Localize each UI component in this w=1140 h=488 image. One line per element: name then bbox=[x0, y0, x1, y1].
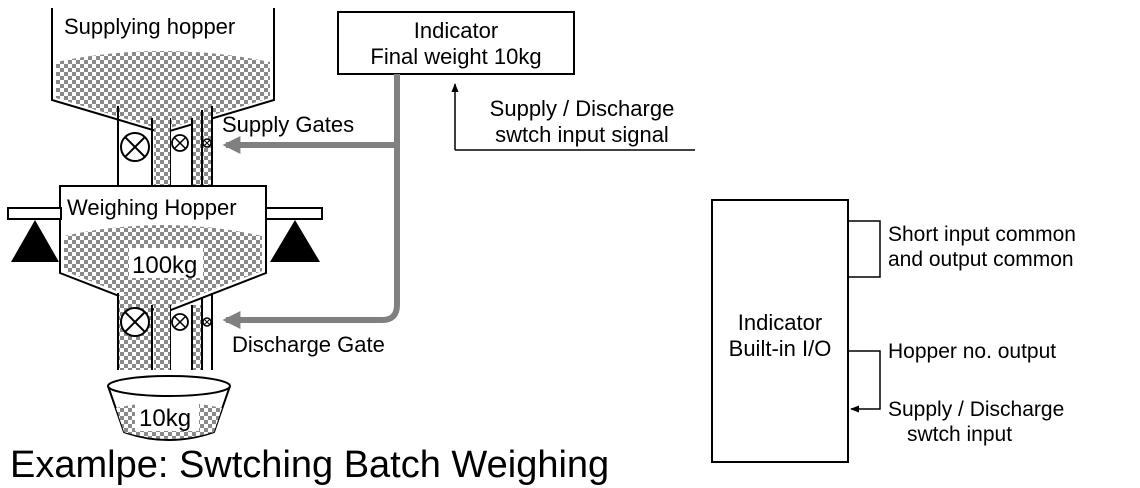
discharge-valve-small-icon bbox=[202, 317, 212, 327]
supplying-hopper-label: Supplying hopper bbox=[64, 14, 235, 39]
io-box-line2: Built-in I/O bbox=[729, 336, 832, 361]
supplying-hopper-material bbox=[56, 51, 270, 130]
common-short-wire bbox=[848, 220, 881, 278]
indicator-box: Indicator Final weight 10kg bbox=[337, 11, 575, 75]
switch-input-line2: swtch input bbox=[907, 423, 1012, 446]
io-box-line1: Indicator bbox=[738, 310, 822, 335]
common-label-line2: and output common bbox=[888, 248, 1074, 271]
control-cable bbox=[222, 74, 400, 329]
io-box: Indicator Built-in I/O bbox=[711, 199, 849, 463]
right-load-cell bbox=[265, 207, 323, 262]
indicator-subtitle: Final weight 10kg bbox=[370, 44, 541, 69]
weighing-hopper-value: 100kg bbox=[132, 252, 197, 279]
supplying-hopper: Supplying hopper bbox=[51, 8, 275, 135]
supply-valve-small-icon bbox=[202, 138, 212, 148]
discharge-gate-valves bbox=[120, 307, 212, 337]
supply-gates-label: Supply Gates bbox=[222, 112, 354, 137]
discharge-cable-line bbox=[222, 74, 400, 329]
discharge-valve-large-icon bbox=[120, 307, 150, 337]
discharge-valve-medium-icon bbox=[171, 313, 189, 331]
right-support-beam bbox=[265, 207, 323, 220]
discharge-gate-label: Discharge Gate bbox=[232, 332, 385, 357]
weighing-hopper-label: Weighing Hopper bbox=[67, 195, 237, 220]
right-load-cell-icon bbox=[270, 220, 320, 262]
signal-label-line1: Supply / Discharge bbox=[490, 96, 675, 121]
hopper-output-label: Hopper no. output bbox=[888, 340, 1056, 363]
common-label-line1: Short input common bbox=[888, 223, 1076, 246]
left-load-cell-icon bbox=[11, 220, 59, 262]
collection-bucket: 10kg bbox=[107, 375, 231, 441]
bucket-value: 10kg bbox=[139, 405, 191, 432]
signal-label-line2: swtch input signal bbox=[495, 122, 669, 147]
hopper-switch-wire bbox=[848, 350, 881, 413]
weighing-hopper: Weighing Hopper 100kg bbox=[59, 185, 267, 315]
left-support-beam bbox=[7, 207, 62, 220]
indicator-title: Indicator bbox=[414, 18, 498, 43]
supply-gate-valves bbox=[120, 132, 212, 162]
supply-valve-medium-icon bbox=[171, 134, 189, 152]
switch-input-line1: Supply / Discharge bbox=[888, 398, 1064, 421]
input-signal-arrow bbox=[451, 83, 695, 151]
bucket-rim bbox=[107, 375, 231, 397]
figure-caption: Examlpe: Swtching Batch Weighing bbox=[10, 444, 609, 486]
left-load-cell bbox=[7, 207, 62, 262]
supply-valve-large-icon bbox=[120, 132, 150, 162]
